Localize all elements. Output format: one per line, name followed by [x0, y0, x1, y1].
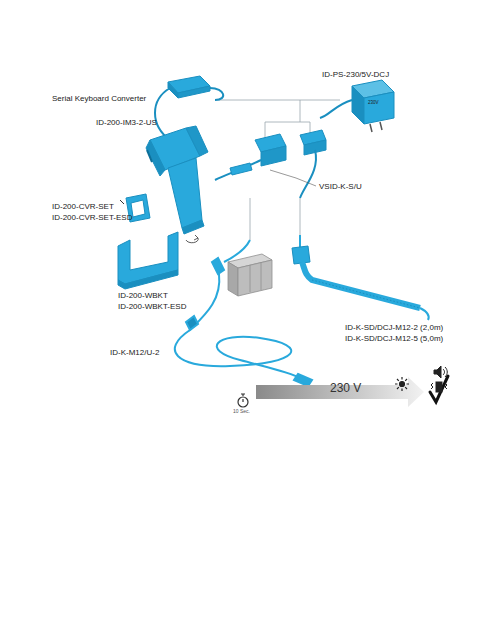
barcode-scanner-part: [146, 140, 165, 176]
check-mark: [430, 376, 448, 402]
stacked-boxes-part: [228, 262, 238, 296]
light-icon-part: [395, 377, 409, 391]
light-icon-part: [400, 382, 405, 387]
keyboard-converter-part: [168, 82, 178, 98]
scanner-rotation-mark: [186, 235, 198, 243]
scanner-rotation-mark-part: [194, 235, 198, 240]
barcode-scanner: [146, 126, 208, 234]
coiled-cable-part: [312, 280, 420, 308]
voltage-marking: 230V: [368, 100, 379, 105]
stacked-boxes-part: [250, 262, 261, 292]
leader-lines-part: [270, 170, 316, 186]
vsid-connector: [215, 130, 326, 198]
power-supply-part: [370, 122, 382, 132]
usb-cable-part: [186, 316, 198, 330]
junction-wires-part: [300, 100, 340, 101]
junction-wires-part: [215, 100, 300, 122]
junction-wires: [215, 100, 340, 240]
leader-lines: [270, 170, 316, 186]
power-supply-part: [352, 86, 364, 124]
stacked-boxes-part: [238, 260, 272, 296]
coiled-cable-part: [292, 246, 310, 264]
power-supply-part: [364, 92, 394, 124]
barcode-scanner-part: [186, 126, 208, 156]
usb-cable-part: [294, 374, 312, 386]
power-supply: [320, 80, 394, 132]
part-name: ID-K-SD/DCJ-M12-2 (2,0m): [345, 323, 443, 332]
stopwatch-icon-part: [241, 394, 245, 402]
barcode-scanner-part: [182, 220, 204, 234]
wall-bracket: [118, 232, 178, 289]
usb-cable-part: [212, 258, 224, 274]
voltage-label: 230 V: [330, 382, 361, 396]
wall-bracket-part: [118, 270, 178, 289]
vsid-connector-part: [215, 160, 261, 180]
stopwatch-icon: [238, 394, 248, 407]
part-name: ID-200-WBKT: [118, 291, 168, 300]
light-icon: [395, 377, 409, 391]
part-name: ID-PS-230/5V-DCJ: [322, 70, 389, 79]
barcode-scanner-part: [168, 158, 202, 228]
time-label: 10 Sec.: [233, 409, 250, 415]
speaker-icon: [434, 366, 447, 378]
part-name: ID-K-M12/U-2: [110, 348, 159, 357]
coiled-cable-part: [420, 308, 429, 320]
keyboard-converter-part: [178, 86, 210, 98]
part-name: ID-200-IM3-2-US: [96, 118, 157, 127]
part-name: ID-K-SD/DCJ-M12-5 (5,0m): [345, 334, 443, 343]
part-name: VSID-K-S/U: [319, 182, 362, 191]
part-name: ID-200-WBKT-ESD: [118, 302, 186, 311]
part-name: Serial Keyboard Converter: [52, 94, 146, 103]
vsid-connector-part: [300, 150, 316, 198]
speaker-icon-part: [434, 366, 441, 378]
part-name: ID-200-CVR-SET: [52, 202, 114, 211]
stacked-boxes: [228, 254, 272, 296]
vibration-icon-part: [431, 383, 447, 389]
power-supply-part: [320, 100, 352, 118]
cover-set-part: [120, 200, 124, 204]
cover-set-part: [131, 200, 145, 217]
junction-wires-part: [250, 198, 251, 240]
check-mark-part: [430, 376, 448, 402]
vsid-connector-part: [261, 146, 286, 166]
vsid-connector-part: [230, 163, 252, 175]
progress-arrow: [256, 377, 424, 407]
vibration-icon: [431, 382, 447, 392]
part-name: ID-200-CVR-SET-ESD: [52, 213, 132, 222]
usb-cable: [175, 258, 312, 386]
junction-wires-part: [300, 198, 301, 235]
vibration-icon-part: [436, 382, 442, 392]
coiled-cable: [224, 235, 429, 320]
keyboard-converter-part: [155, 88, 170, 140]
coiled-cable-part: [224, 240, 250, 262]
keyboard-converter-part: [210, 88, 223, 100]
coiled-cable-part: [302, 262, 420, 308]
barcode-scanner-part: [147, 150, 152, 162]
progress-arrow-part: [256, 377, 424, 407]
usb-cable-part: [175, 330, 300, 378]
speaker-icon-part: [443, 367, 447, 377]
